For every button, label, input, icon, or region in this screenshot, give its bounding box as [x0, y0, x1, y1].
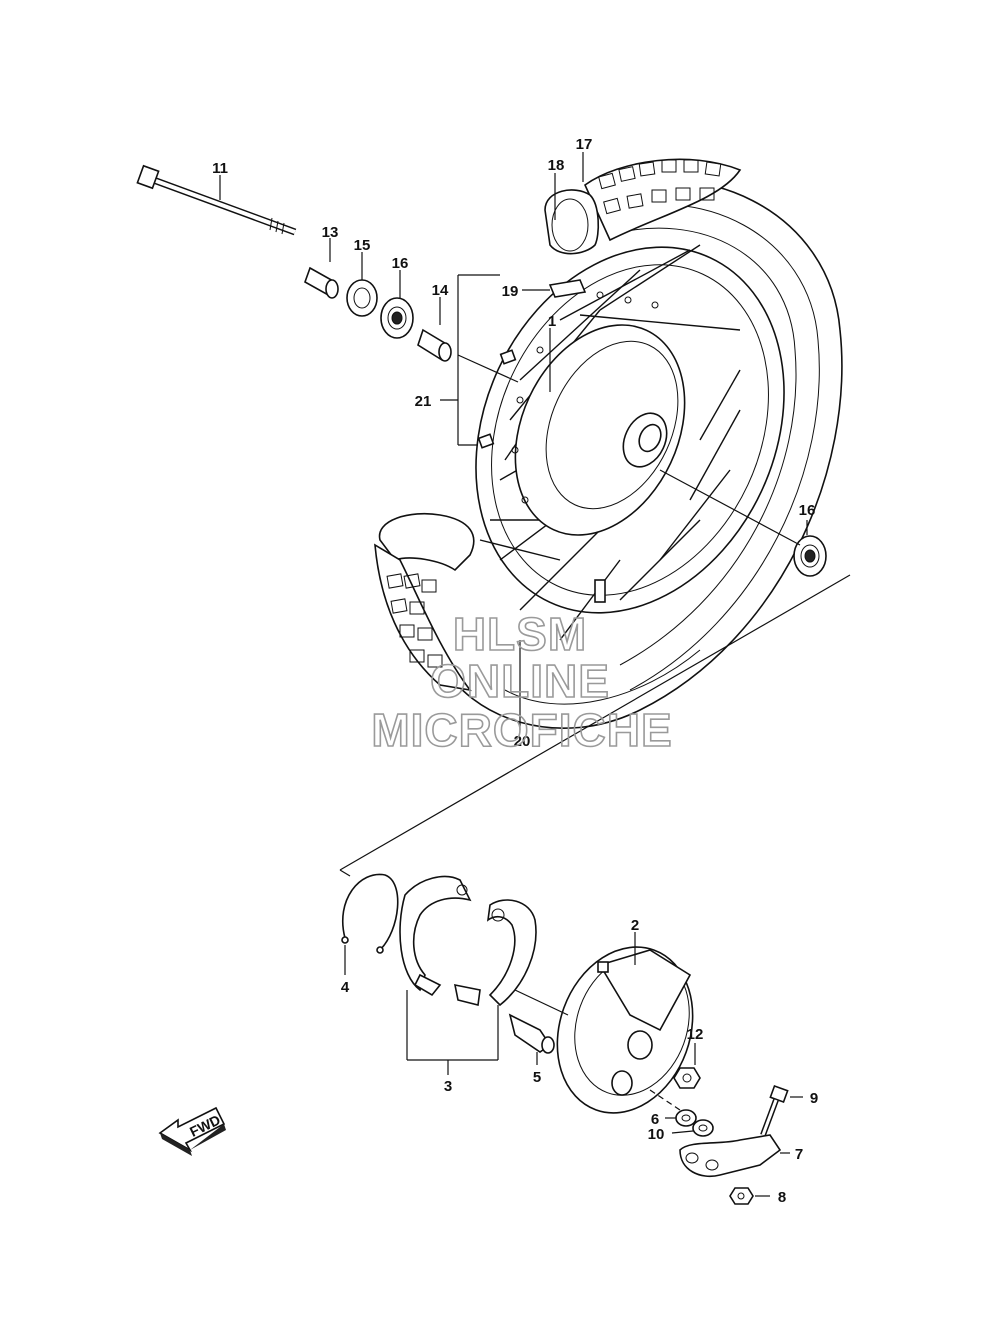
watermark-line-1: HLSM — [453, 608, 587, 660]
callout-1: 1 — [548, 313, 556, 330]
callout-21: 21 — [415, 393, 432, 410]
watermark: HLSM ONLINE MICROFICHE — [371, 607, 673, 757]
washer-10 — [692, 1119, 714, 1137]
brake-panel-2 — [556, 946, 694, 1114]
callout-7: 7 — [795, 1146, 803, 1163]
axle — [136, 164, 297, 236]
brake-assembly — [341, 873, 789, 1205]
callout-12: 12 — [687, 1026, 704, 1043]
callout-15: 15 — [354, 237, 371, 254]
callout-13: 13 — [322, 224, 339, 241]
tread-blocks-side — [386, 573, 443, 668]
callout-14: 14 — [432, 282, 449, 299]
callout-9: 9 — [810, 1090, 818, 1107]
bearing-16-left — [380, 297, 414, 339]
callout-16-left: 16 — [392, 255, 409, 272]
callout-19: 19 — [502, 283, 519, 300]
watermark-line-2: ONLINE — [430, 655, 610, 707]
nut-8 — [729, 1187, 754, 1205]
callout-20: 20 — [514, 733, 531, 750]
brake-arm-7 — [679, 1134, 782, 1177]
callout-numbers: 11 13 15 16 14 1 17 18 19 21 16 20 2 4 3… — [212, 136, 818, 1206]
callout-11: 11 — [212, 160, 228, 177]
watermark-line-3: MICROFICHE — [371, 704, 672, 756]
callout-8: 8 — [778, 1189, 786, 1206]
callout-17: 17 — [576, 136, 593, 153]
callout-18: 18 — [548, 157, 565, 174]
callout-4: 4 — [341, 979, 350, 996]
callout-10: 10 — [648, 1126, 665, 1143]
brake-cam-5 — [508, 1013, 555, 1054]
callout-3: 3 — [444, 1078, 452, 1095]
bearing-16-right — [793, 535, 827, 577]
fwd-arrow-icon: FWD — [158, 1106, 226, 1156]
leader-lines — [219, 152, 808, 1197]
callout-6: 6 — [651, 1111, 659, 1128]
fwd-label: FWD — [187, 1111, 223, 1139]
washer-6 — [675, 1109, 697, 1127]
nut-12 — [673, 1067, 701, 1089]
callout-2: 2 — [631, 917, 639, 934]
callout-5: 5 — [533, 1069, 541, 1086]
callout-16-right: 16 — [799, 502, 816, 519]
spacer-14 — [417, 328, 452, 362]
wheel-assembly — [374, 158, 843, 730]
spacer-13 — [304, 266, 339, 299]
bolts-21 — [477, 349, 517, 449]
bolt-9 — [760, 1084, 789, 1137]
tread-blocks-top — [598, 159, 722, 215]
seal-15 — [346, 279, 378, 317]
